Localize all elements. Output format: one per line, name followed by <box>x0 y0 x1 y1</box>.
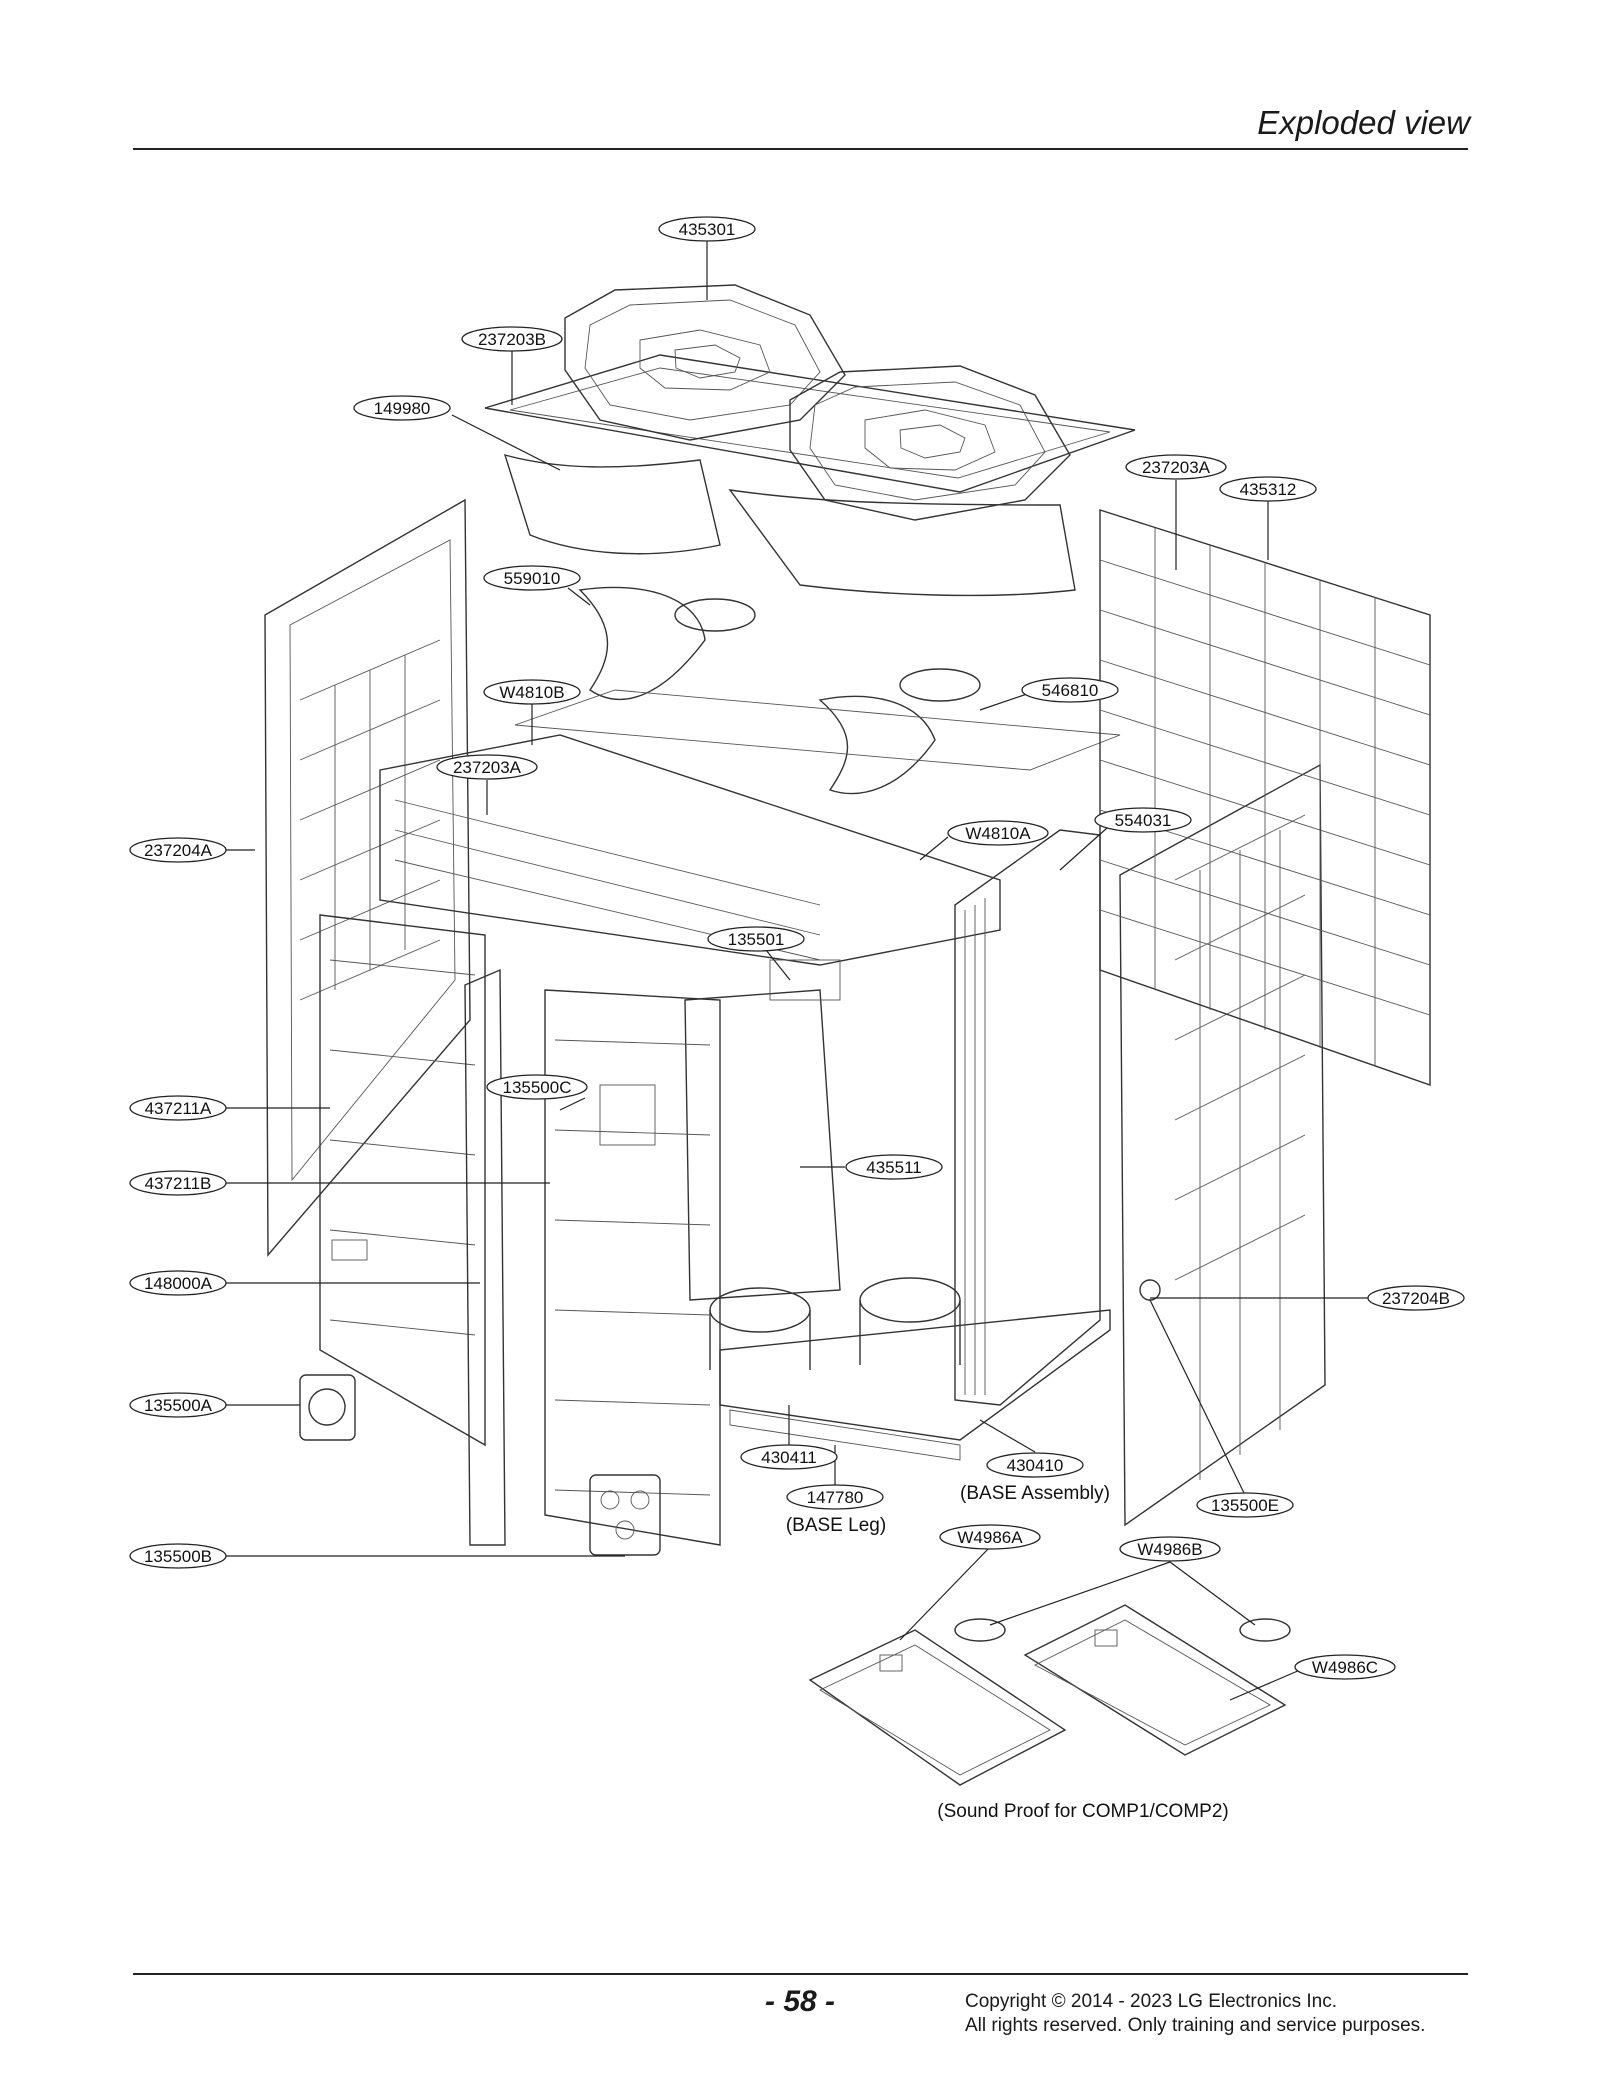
caption-base-assembly: (BASE Assembly) <box>960 1483 1110 1504</box>
part-number-135500b: 135500B <box>144 1547 212 1566</box>
part-number-w4810b: W4810B <box>499 683 564 702</box>
part-number-135500c: 135500C <box>502 1078 571 1097</box>
callout-559010: 559010 <box>483 565 581 591</box>
callout-135500C: 135500C <box>486 1074 588 1100</box>
callout-148000A: 148000A <box>129 1270 227 1296</box>
part-number-148000a: 148000A <box>144 1274 213 1293</box>
left-panel-grid <box>299 639 441 1001</box>
callout-W4986C: W4986C <box>1294 1654 1396 1680</box>
callout-435301: 435301 <box>658 216 756 242</box>
copyright-notice: Copyright © 2014 - 2023 LG Electronics I… <box>965 1990 1425 2038</box>
part-number-149980: 149980 <box>374 399 431 418</box>
caption-sound-proof: (Sound Proof for COMP1/COMP2) <box>937 1801 1228 1822</box>
callout-135500A: 135500A <box>129 1392 227 1418</box>
part-number-437211b: 437211B <box>145 1174 212 1193</box>
header-rule <box>133 148 1468 150</box>
callout-237203B: 237203B <box>461 326 563 352</box>
part-number-135500e: 135500E <box>1211 1496 1279 1515</box>
rear-wire-guard <box>1099 509 1431 1086</box>
callout-135500B: 135500B <box>129 1543 227 1569</box>
callout-435312: 435312 <box>1219 476 1317 502</box>
part-number-546810: 546810 <box>1042 681 1099 700</box>
footer-rule <box>133 1973 1468 1975</box>
part-number-435312: 435312 <box>1240 480 1297 499</box>
callout-237204A: 237204A <box>129 837 227 863</box>
callout-430411: 430411 <box>740 1444 838 1470</box>
part-number-w4986a: W4986A <box>957 1528 1023 1547</box>
part-number-430410: 430410 <box>1007 1456 1064 1475</box>
callout-W4810B: W4810B <box>483 679 581 705</box>
callout-W4986B: W4986B <box>1119 1536 1221 1562</box>
part-number-237203a-mid: 237203A <box>453 758 522 777</box>
callout-135500E: 135500E <box>1196 1492 1294 1518</box>
part-number-w4986c: W4986C <box>1312 1658 1378 1677</box>
callout-W4986A: W4986A <box>939 1524 1041 1550</box>
copyright-line-2: All rights reserved. Only training and s… <box>965 2015 1426 2036</box>
part-number-554031: 554031 <box>1115 811 1172 830</box>
part-number-w4986b: W4986B <box>1137 1540 1202 1559</box>
callout-149980: 149980 <box>353 395 451 421</box>
callout-135501: 135501 <box>707 926 805 952</box>
part-number-237204a: 237204A <box>144 841 213 860</box>
part-number-437211a: 437211A <box>145 1099 212 1118</box>
part-number-135500a: 135500A <box>144 1396 213 1415</box>
part-number-237203a-top: 237203A <box>1142 458 1211 477</box>
copyright-line-1: Copyright © 2014 - 2023 LG Electronics I… <box>965 1991 1338 2012</box>
caption-base-leg: (BASE Leg) <box>786 1515 886 1536</box>
fan-guard-left <box>564 284 846 441</box>
part-number-135501: 135501 <box>728 930 785 949</box>
callout-430410: 430410 <box>986 1452 1084 1478</box>
part-number-435511: 435511 <box>866 1158 921 1177</box>
callout-554031: 554031 <box>1094 807 1192 833</box>
part-number-237203b: 237203B <box>478 330 546 349</box>
unit-drawing <box>264 284 1431 1786</box>
fan-guard-right <box>789 365 1071 521</box>
page-header-title: Exploded view <box>1257 104 1470 141</box>
part-number-237204b: 237204B <box>1382 1289 1450 1308</box>
part-number-430411: 430411 <box>761 1448 816 1467</box>
part-number-559010: 559010 <box>504 569 561 588</box>
callouts: 435301 237203B 149980 237203A 435312 559… <box>129 216 1465 1680</box>
callout-237204B: 237204B <box>1367 1285 1465 1311</box>
callout-435511: 435511 <box>845 1154 943 1180</box>
callout-437211A: 437211A <box>129 1095 227 1121</box>
callout-W4810A: W4810A <box>947 820 1049 846</box>
callout-437211B: 437211B <box>129 1170 227 1196</box>
callout-237203A-mid: 237203A <box>436 754 538 780</box>
part-number-435301: 435301 <box>679 220 736 239</box>
page-number: - 58 - <box>765 1985 836 2018</box>
leader-lines <box>225 240 1370 1701</box>
callout-237203A-top: 237203A <box>1125 454 1227 480</box>
callout-147780: 147780 <box>786 1484 884 1510</box>
part-number-147780: 147780 <box>807 1488 864 1507</box>
part-number-w4810a: W4810A <box>965 824 1031 843</box>
sound-proof-plates <box>808 1604 1291 1786</box>
callout-546810: 546810 <box>1021 677 1119 703</box>
